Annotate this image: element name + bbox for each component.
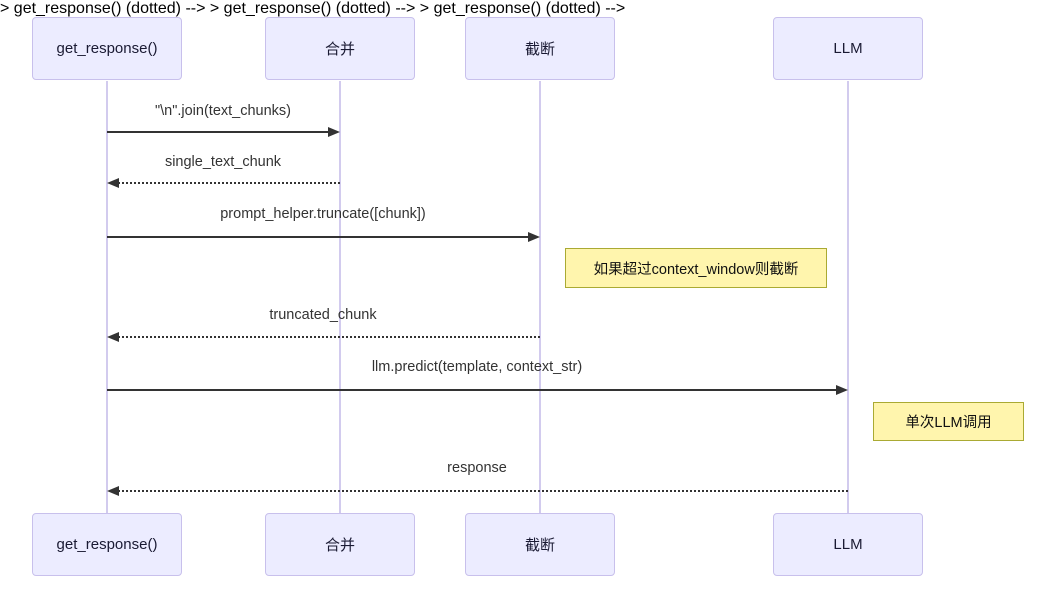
actor-top-merge: 合并 <box>265 17 415 80</box>
actor-label: get_response() <box>56 40 158 57</box>
actor-label: 合并 <box>324 41 355 58</box>
note-single-llm-call: 单次LLM调用 <box>873 402 1024 441</box>
message-label-join-text-chunks: "\n".join(text_chunks) <box>154 103 292 119</box>
actor-top-llm: LLM <box>773 17 923 80</box>
note-context-window: 如果超过context_window则截断 <box>565 248 827 288</box>
note-text: 如果超过context_window则截断 <box>593 261 799 278</box>
actor-top-get-response: get_response() <box>32 17 182 80</box>
actor-label: 截断 <box>524 41 555 58</box>
lifeline-merge <box>339 81 341 513</box>
actor-label: 截断 <box>524 537 555 554</box>
message-label-truncated-chunk: truncated_chunk <box>269 307 377 323</box>
message-label-prompt-helper-truncate: prompt_helper.truncate([chunk]) <box>220 206 426 222</box>
lifeline-llm <box>847 81 849 513</box>
actor-label: 合并 <box>324 537 355 554</box>
actor-bottom-get-response: get_response() <box>32 513 182 576</box>
arrowhead-left-icon <box>107 332 119 342</box>
message-label-single-text-chunk: single_text_chunk <box>164 154 282 170</box>
actor-label: LLM <box>833 536 863 553</box>
lifeline-truncate <box>539 81 541 513</box>
actor-label: get_response() <box>56 536 158 553</box>
arrowhead-right-icon <box>328 127 340 137</box>
message-line-prompt-helper-truncate <box>107 236 535 238</box>
lifeline-get-response <box>106 81 108 513</box>
arrowhead-left-icon <box>107 178 119 188</box>
actor-bottom-llm: LLM <box>773 513 923 576</box>
message-line-single-text-chunk <box>115 182 340 184</box>
message-line-response <box>115 490 848 492</box>
actor-bottom-truncate: 截断 <box>465 513 615 576</box>
message-line-join-text-chunks <box>107 131 335 133</box>
message-label-llm-predict: llm.predict(template, context_str) <box>371 359 583 375</box>
note-text: 单次LLM调用 <box>905 415 992 431</box>
arrowhead-right-icon <box>836 385 848 395</box>
actor-bottom-merge: 合并 <box>265 513 415 576</box>
arrowhead-right-icon <box>528 232 540 242</box>
message-line-llm-predict <box>107 389 843 391</box>
actor-top-truncate: 截断 <box>465 17 615 80</box>
message-label-response: response <box>447 460 507 476</box>
message-line-truncated-chunk <box>115 336 540 338</box>
actor-label: LLM <box>833 40 863 57</box>
arrowhead-left-icon <box>107 486 119 496</box>
